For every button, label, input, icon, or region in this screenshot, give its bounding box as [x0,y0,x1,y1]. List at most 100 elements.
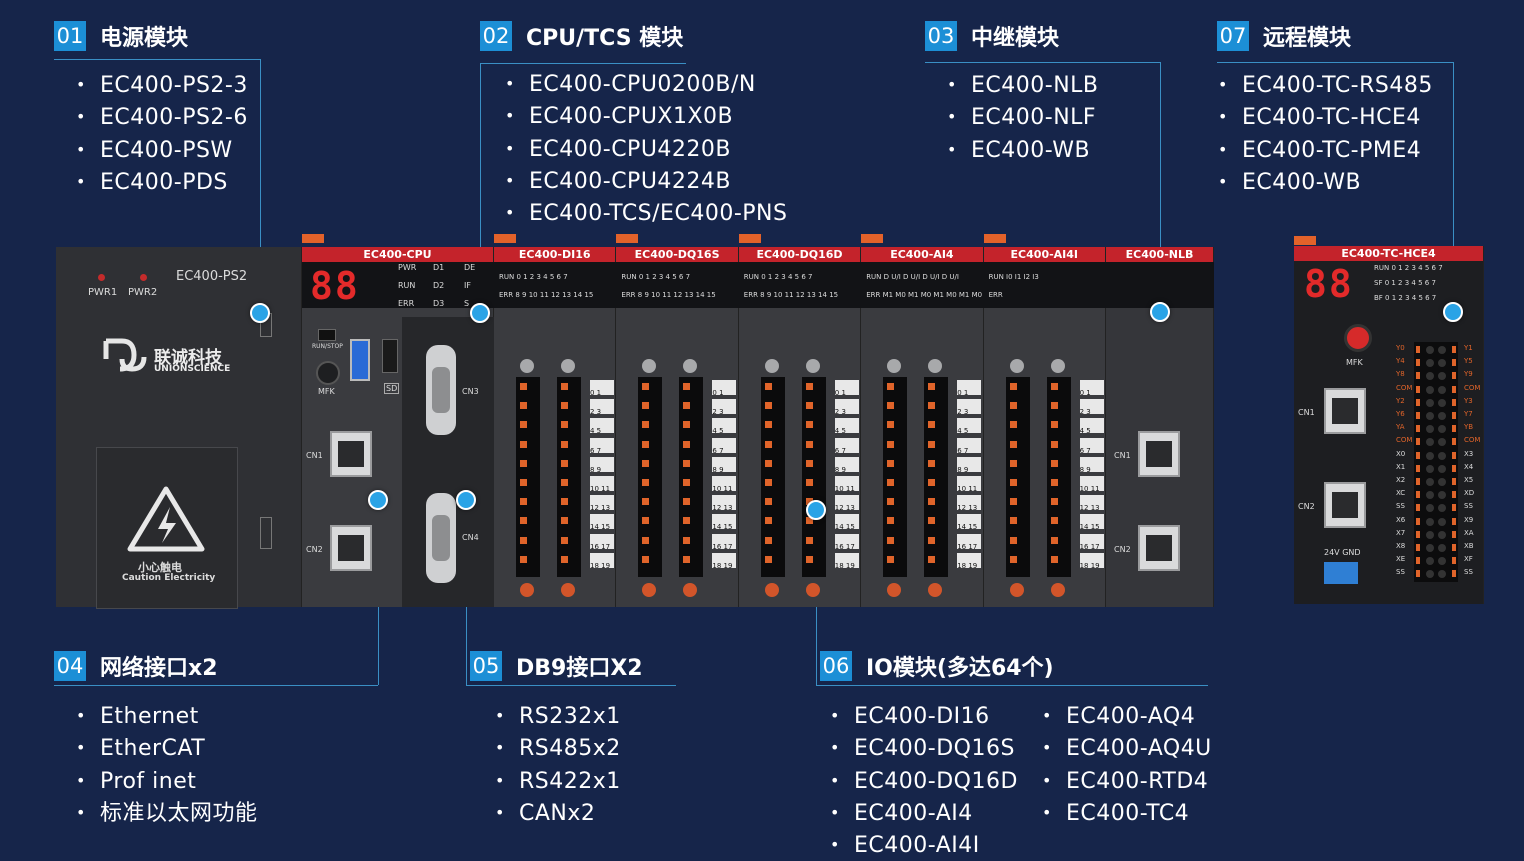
remote-terminal-tab[interactable] [1452,557,1456,565]
terminal-release-tab[interactable] [1009,440,1017,448]
remote-terminal-tab[interactable] [1452,412,1456,419]
terminal-release-tab[interactable] [683,402,691,410]
remote-terminal-tab[interactable] [1452,504,1456,512]
terminal-release-tab[interactable] [683,440,691,448]
terminal-release-tab[interactable] [887,498,895,506]
terminal-release-tab[interactable] [520,402,527,410]
remote-terminal-tab[interactable] [1452,570,1456,578]
nlb-cn1-port[interactable] [1138,431,1180,477]
terminal-release-tab[interactable] [683,498,691,506]
nlb-cn2-port[interactable] [1138,525,1180,571]
terminal-release-tab[interactable] [1050,536,1058,544]
terminal-release-tab[interactable] [520,459,527,467]
remote-terminal-tab[interactable] [1416,544,1420,551]
terminal-release-tab[interactable] [805,383,813,390]
terminal-release-tab[interactable] [805,536,813,544]
terminal-release-tab[interactable] [764,459,772,467]
terminal-release-tab[interactable] [805,421,813,429]
terminal-release-tab[interactable] [928,421,936,429]
terminal-release-tab[interactable] [764,498,772,506]
remote-mfk-button[interactable] [1344,324,1372,352]
terminal-release-tab[interactable] [887,555,895,563]
terminal-release-tab[interactable] [683,479,691,486]
terminal-release-tab[interactable] [1050,517,1058,525]
terminal-release-tab[interactable] [642,555,650,563]
terminal-release-tab[interactable] [1009,536,1017,544]
remote-terminal-tab[interactable] [1416,517,1420,525]
remote-terminal-tab[interactable] [1452,438,1456,446]
remote-terminal-tab[interactable] [1416,438,1420,446]
remote-terminal-tab[interactable] [1452,346,1456,353]
terminal-release-tab[interactable] [928,383,936,390]
terminal-release-tab[interactable] [642,498,650,506]
terminal-release-tab[interactable] [1050,479,1058,486]
remote-terminal-tab[interactable] [1416,530,1420,538]
terminal-release-tab[interactable] [520,536,527,544]
terminal-release-tab[interactable] [642,402,650,410]
remote-terminal-tab[interactable] [1452,398,1456,406]
terminal-release-tab[interactable] [805,440,813,448]
terminal-release-tab[interactable] [764,440,772,448]
remote-terminal-tab[interactable] [1452,385,1456,393]
terminal-release-tab[interactable] [928,440,936,448]
terminal-release-tab[interactable] [561,402,568,410]
terminal-release-tab[interactable] [805,459,813,467]
run-stop-switch[interactable] [318,329,336,341]
terminal-release-tab[interactable] [928,517,936,525]
cn2-ethernet-port[interactable] [330,525,372,571]
terminal-release-tab[interactable] [764,383,772,390]
terminal-release-tab[interactable] [642,536,650,544]
remote-terminal-tab[interactable] [1416,372,1420,380]
terminal-release-tab[interactable] [520,440,527,448]
terminal-release-tab[interactable] [683,555,691,563]
terminal-release-tab[interactable] [1009,402,1017,410]
terminal-release-tab[interactable] [520,517,527,525]
terminal-release-tab[interactable] [764,517,772,525]
terminal-release-tab[interactable] [1009,498,1017,506]
terminal-release-tab[interactable] [642,517,650,525]
terminal-release-tab[interactable] [1009,479,1017,486]
terminal-release-tab[interactable] [683,536,691,544]
terminal-release-tab[interactable] [1009,517,1017,525]
remote-terminal-tab[interactable] [1452,359,1456,367]
terminal-release-tab[interactable] [1009,555,1017,563]
terminal-release-tab[interactable] [928,479,936,486]
remote-terminal-tab[interactable] [1416,491,1420,499]
terminal-release-tab[interactable] [642,479,650,486]
terminal-release-tab[interactable] [520,498,527,506]
terminal-release-tab[interactable] [928,498,936,506]
remote-terminal-tab[interactable] [1452,544,1456,551]
terminal-release-tab[interactable] [928,555,936,563]
terminal-release-tab[interactable] [887,479,895,486]
remote-terminal-tab[interactable] [1416,346,1420,353]
terminal-release-tab[interactable] [561,498,568,506]
cn4-db9-connector[interactable] [426,493,456,583]
terminal-release-tab[interactable] [642,383,650,390]
remote-terminal-tab[interactable] [1416,412,1420,419]
terminal-release-tab[interactable] [764,402,772,410]
terminal-release-tab[interactable] [642,440,650,448]
terminal-release-tab[interactable] [928,536,936,544]
cn3-db9-connector[interactable] [426,345,456,435]
terminal-release-tab[interactable] [561,440,568,448]
remote-terminal-tab[interactable] [1416,451,1420,459]
terminal-release-tab[interactable] [887,383,895,390]
terminal-release-tab[interactable] [561,517,568,525]
terminal-release-tab[interactable] [887,402,895,410]
remote-terminal-tab[interactable] [1452,491,1456,499]
mfk-button[interactable] [316,361,340,385]
remote-terminal-tab[interactable] [1416,557,1420,565]
terminal-release-tab[interactable] [642,459,650,467]
terminal-release-tab[interactable] [561,555,568,563]
remote-terminal-tab[interactable] [1452,451,1456,459]
terminal-release-tab[interactable] [805,479,813,486]
terminal-release-tab[interactable] [1050,440,1058,448]
remote-terminal-tab[interactable] [1452,530,1456,538]
terminal-release-tab[interactable] [1009,383,1017,390]
terminal-release-tab[interactable] [683,517,691,525]
terminal-release-tab[interactable] [805,517,813,525]
terminal-release-tab[interactable] [1009,421,1017,429]
terminal-release-tab[interactable] [764,555,772,563]
terminal-release-tab[interactable] [561,421,568,429]
terminal-release-tab[interactable] [764,479,772,486]
